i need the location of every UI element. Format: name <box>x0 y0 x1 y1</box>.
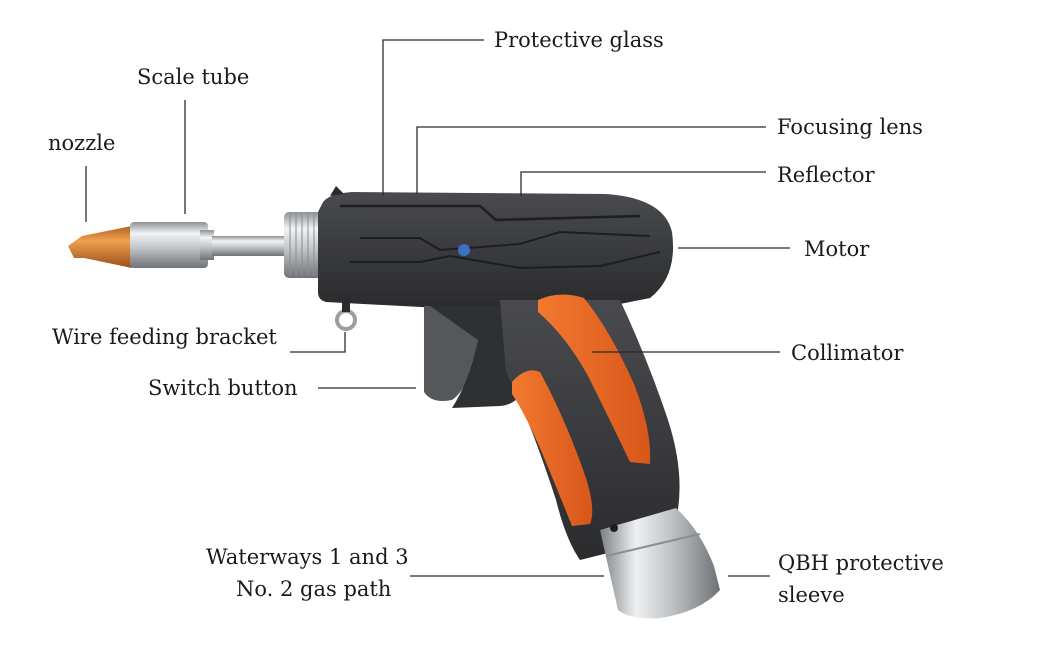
welding-gun <box>68 186 720 619</box>
leader-protective-glass <box>382 39 484 196</box>
leader-reflector <box>520 171 766 196</box>
label-waterways-line2: No. 2 gas path <box>236 577 391 601</box>
body-groove-top <box>340 204 641 222</box>
grip <box>500 300 680 560</box>
scale-tube <box>130 222 208 268</box>
rear-tab <box>330 186 344 196</box>
grip-screw <box>610 524 618 532</box>
label-collimator: Collimator <box>791 341 904 365</box>
label-motor: Motor <box>804 237 870 261</box>
grip-orange-front <box>512 370 593 526</box>
label-waterways-line1: Waterways 1 and 3 <box>206 545 409 569</box>
qbh-sleeve-band <box>605 533 701 557</box>
scale-tube-ring <box>200 230 214 260</box>
grip-orange-back <box>538 294 651 464</box>
rod <box>212 236 288 256</box>
label-switch-button: Switch button <box>148 376 298 400</box>
label-scale-tube: Scale tube <box>137 65 249 89</box>
knurled-nut <box>284 212 326 278</box>
label-wire-feeding-bracket: Wire feeding bracket <box>52 325 277 349</box>
label-protective-glass: Protective glass <box>494 28 664 52</box>
wire-feeding-stem <box>342 298 350 312</box>
wire-feeding-ring <box>335 309 357 331</box>
leader-lines <box>85 39 790 577</box>
gun-body-upper <box>318 192 674 308</box>
label-focusing-lens: Focusing lens <box>777 115 923 139</box>
label-reflector: Reflector <box>777 163 876 187</box>
body-groove-mid <box>360 230 651 252</box>
body-groove-low <box>350 251 661 270</box>
label-nozzle: nozzle <box>48 131 115 155</box>
leader-focusing-lens <box>416 126 766 194</box>
label-qbh-line1: QBH protective <box>778 551 944 575</box>
labels: Protective glass Scale tube nozzle Focus… <box>48 28 944 607</box>
logo-dot <box>458 244 470 256</box>
label-qbh-line2: sleeve <box>778 583 845 607</box>
leader-wire-feeding <box>290 332 346 353</box>
nozzle-tip <box>68 226 132 268</box>
